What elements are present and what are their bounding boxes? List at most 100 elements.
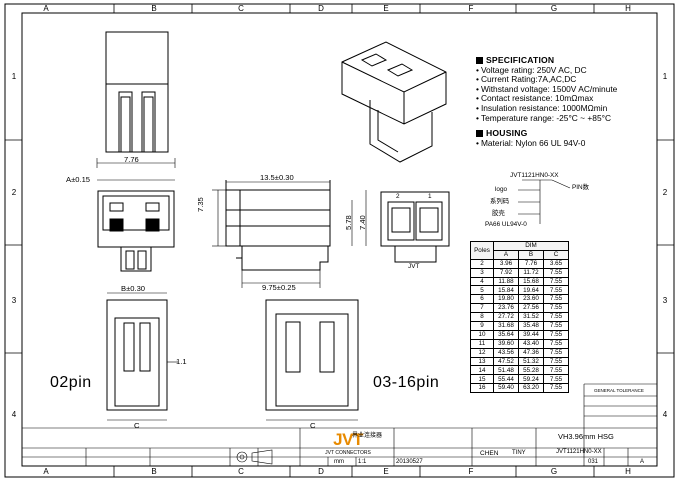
table-cell-dim: 43.40 — [518, 338, 544, 349]
table-cell-dim: 35.48 — [518, 321, 544, 331]
bottom-view-multi — [265, 299, 359, 421]
table-cell-dim: 31.52 — [518, 312, 544, 323]
marking-code: JVT1121HN0-XX — [510, 172, 559, 179]
zone-letter-bottom-d: D — [318, 467, 324, 476]
zone-letter-bottom-e: E — [383, 467, 389, 476]
table-cell-dim: 47.36 — [518, 347, 544, 358]
checked-by: TINY — [512, 450, 526, 456]
table-cell-poles: 11 — [470, 338, 494, 349]
table-header-dim: DIM — [493, 241, 569, 251]
dim-height-right: 7.40 — [358, 215, 367, 230]
front-mark-bottom: JVT — [408, 263, 420, 270]
table-cell-dim: 7.55 — [543, 303, 569, 314]
front-mark-left: 2 — [396, 193, 400, 200]
drawing-scale: 1:1 — [358, 459, 367, 465]
table-cell-dim: 15.68 — [518, 276, 544, 287]
iso-view — [341, 41, 447, 163]
table-cell-dim: 51.48 — [493, 365, 519, 376]
revision: A — [640, 459, 645, 465]
dim-bottom-length: 9.75±0.25 — [262, 283, 296, 292]
table-cell-dim: 51.32 — [518, 356, 544, 367]
table-cell-dim: 27.56 — [518, 303, 544, 314]
marking-pin-count: PIN数 — [572, 184, 590, 191]
table-cell-dim: 7.92 — [493, 267, 519, 278]
zone-letter-bottom-b: B — [151, 467, 157, 476]
table-cell-dim: 47.52 — [493, 356, 519, 367]
table-cell-dim: 7.55 — [543, 294, 569, 305]
marking-leaders — [518, 179, 571, 224]
table-cell-poles: 3 — [470, 267, 494, 278]
zone-letter-bottom-c: C — [238, 467, 244, 476]
table-cell-dim: 7.55 — [543, 383, 569, 394]
table-cell-poles: 14 — [470, 365, 494, 376]
zone-letter-bottom-a: A — [43, 467, 49, 476]
table-cell-poles: 7 — [470, 303, 494, 314]
spec-item: Insulation resistance: 1000MΩmin — [476, 103, 617, 114]
part-number: JVT1121HN0-XX — [556, 449, 602, 455]
company-logo: JVT JVT CONNECTORS — [306, 430, 390, 458]
dim-height-inner: 5.78 — [344, 215, 353, 230]
table-cell-poles: 16 — [470, 383, 494, 394]
table-cell-dim: 3.65 — [543, 258, 569, 269]
table-cell-dim: 39.44 — [518, 329, 544, 340]
drawn-by: CHEN — [480, 450, 499, 457]
housing-item: Material: Nylon 66 UL 94V-0 — [476, 138, 617, 149]
table-cell-dim: 7.55 — [543, 267, 569, 278]
front-view-2pin — [97, 190, 175, 272]
table-cell-dim: 7.55 — [543, 365, 569, 376]
table-cell-dim: 59.40 — [493, 383, 519, 394]
table-cell-dim: 23.76 — [493, 303, 519, 314]
zone-ticks — [5, 4, 674, 477]
side-view — [212, 180, 367, 288]
table-cell-dim: 19.80 — [493, 294, 519, 305]
table-cell-poles: 15 — [470, 374, 494, 385]
table-cell-dim: 63.20 — [518, 383, 544, 394]
housing-title: HOUSING — [476, 129, 617, 139]
table-cell-dim: 59.24 — [518, 374, 544, 385]
table-cell-dim: 11.72 — [518, 267, 544, 278]
title-block-lines — [22, 383, 657, 466]
table-cell-dim: 7.55 — [543, 374, 569, 385]
table-header-poles: Poles — [470, 241, 494, 260]
zone-number-right-1: 1 — [662, 72, 668, 81]
table-cell-dim: 7.55 — [543, 276, 569, 287]
table-cell-dim: 19.64 — [518, 285, 544, 296]
projection-symbol — [236, 449, 273, 465]
zone-letter-top-e: E — [383, 4, 389, 13]
table-cell-dim: 3.96 — [493, 258, 519, 269]
zone-letter-bottom-h: H — [625, 467, 631, 476]
dim-a-tolerance: A±0.15 — [66, 175, 91, 184]
part-title: VH3.96mm HSG — [558, 432, 614, 441]
table-cell-dim: 23.60 — [518, 294, 544, 305]
marking-glue: 胶壳 — [492, 210, 505, 217]
table-cell-dim: 35.64 — [493, 329, 519, 340]
dim-top-width: 7.76 — [124, 155, 139, 164]
marking-series: 系列码 — [490, 198, 510, 205]
table-cell-dim: 7.55 — [543, 338, 569, 349]
dim-1-1: 1.1 — [176, 357, 187, 366]
label-03-16pin: 03-16pin — [373, 374, 440, 391]
table-cell-dim: 7.55 — [543, 347, 569, 358]
marking-logo: logo — [495, 186, 508, 193]
zone-number-right-3: 3 — [662, 296, 668, 305]
table-col-c: C — [543, 249, 569, 260]
table-cell-dim: 27.72 — [493, 312, 519, 323]
table-cell-poles: 12 — [470, 347, 494, 358]
dim-b-tolerance: B±0.30 — [121, 284, 146, 293]
table-col-b: B — [518, 249, 544, 260]
table-cell-poles: 10 — [470, 329, 494, 340]
zone-number-left-4: 4 — [11, 410, 17, 419]
table-cell-dim: 7.55 — [543, 329, 569, 340]
zone-letter-top-f: F — [468, 4, 474, 13]
